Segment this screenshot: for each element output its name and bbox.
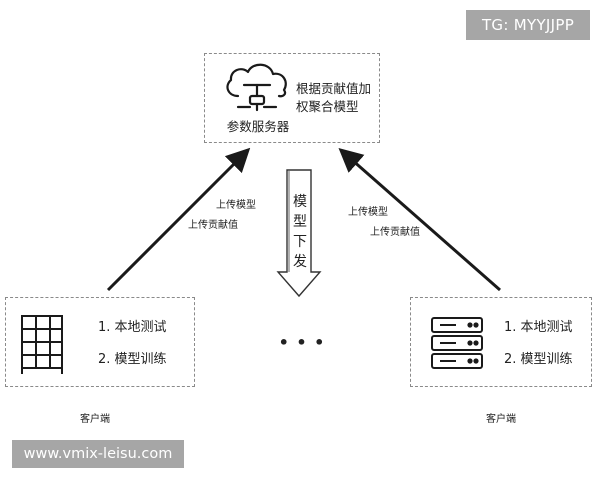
- left-upload-label-2: 上传贡献值: [188, 220, 238, 231]
- right-upload-arrow: [338, 148, 501, 292]
- right-upload-label-1: 上传模型: [348, 207, 388, 218]
- client-left-step-2: 2. 模型训练: [98, 352, 167, 367]
- client-left-caption: 客户端: [80, 414, 110, 425]
- left-upload-arrow: [106, 147, 251, 292]
- server-rack-icon: [21, 315, 63, 374]
- distribute-label: 模 型 下 发: [288, 192, 312, 272]
- distribute-char-3: 下: [293, 234, 307, 250]
- distribute-char-1: 模: [293, 194, 307, 210]
- aggregation-method: 根据贡献值加 权聚合模型: [296, 80, 378, 116]
- client-left-step-1: 1. 本地测试: [98, 320, 167, 335]
- left-upload-label-1: 上传模型: [216, 200, 256, 211]
- aggregation-method-line2: 权聚合模型: [296, 99, 359, 114]
- right-upload-label-2: 上传贡献值: [370, 227, 420, 238]
- server-box: [204, 53, 380, 143]
- cloud-server-icon: [226, 63, 287, 112]
- client-box-left: [5, 297, 195, 387]
- client-right-caption: 客户端: [486, 414, 516, 425]
- client-right-step-2: 2. 模型训练: [504, 352, 573, 367]
- server-name: 参数服务器: [226, 119, 290, 134]
- server-stack-icon: [431, 317, 483, 369]
- distribute-char-4: 发: [293, 254, 307, 270]
- distribute-char-2: 型: [293, 214, 307, 230]
- watermark-url: www.vmix-leisu.com: [12, 440, 184, 468]
- client-right-step-1: 1. 本地测试: [504, 320, 573, 335]
- client-box-right: [410, 297, 592, 387]
- more-clients-ellipsis: • • •: [278, 333, 326, 352]
- aggregation-method-line1: 根据贡献值加: [296, 81, 372, 96]
- watermark-tg: TG: MYYJJPP: [466, 10, 590, 40]
